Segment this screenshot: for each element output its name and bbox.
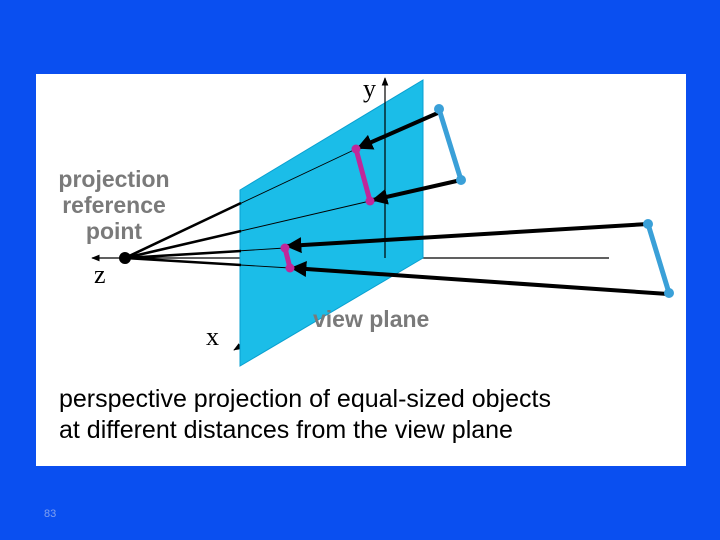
projected-point: [365, 196, 375, 206]
slide-number: 83: [44, 508, 57, 520]
object-far: [645, 221, 672, 296]
y-axis-label: y: [363, 74, 376, 103]
projection-reference-point-label: projection reference point: [36, 166, 192, 244]
reference-rays: [124, 201, 242, 267]
view-plane: [239, 79, 424, 367]
object-point: [456, 175, 466, 185]
reference-ray: [124, 201, 242, 260]
projection-reference-point-dot: [119, 252, 131, 264]
caption: perspective projection of equal-sized ob…: [59, 384, 551, 446]
objects: [434, 104, 674, 298]
object-point: [643, 219, 653, 229]
caption-line: at different distances from the view pla…: [59, 416, 513, 444]
diagram-panel: projection reference point y z x view pl…: [36, 74, 686, 466]
object-point: [664, 288, 674, 298]
projected-segments: [280, 144, 375, 273]
reference-ray: [124, 249, 242, 260]
projected-segment-near: [353, 146, 373, 204]
caption-line: perspective projection of equal-sized ob…: [59, 385, 551, 413]
projected-point: [351, 144, 361, 154]
object-near: [436, 106, 464, 183]
reference-ray: [124, 256, 242, 267]
label-line: reference: [62, 192, 166, 218]
x-axis-label: x: [206, 322, 219, 351]
projection-arrow: [290, 261, 669, 296]
label-line: projection: [58, 166, 170, 192]
label-line: point: [85, 218, 143, 244]
projected-point: [280, 243, 290, 253]
view-plane-label: view plane: [313, 306, 430, 332]
projection-arrow: [285, 222, 649, 254]
perspective-diagram: [91, 77, 674, 367]
projection-arrow: [356, 110, 441, 150]
z-axis-label: z: [94, 260, 106, 289]
object-point: [434, 104, 444, 114]
reference-ray: [124, 229, 242, 260]
projected-point: [285, 263, 295, 273]
projection-arrow: [371, 178, 462, 205]
projection-arrows: [285, 110, 669, 296]
